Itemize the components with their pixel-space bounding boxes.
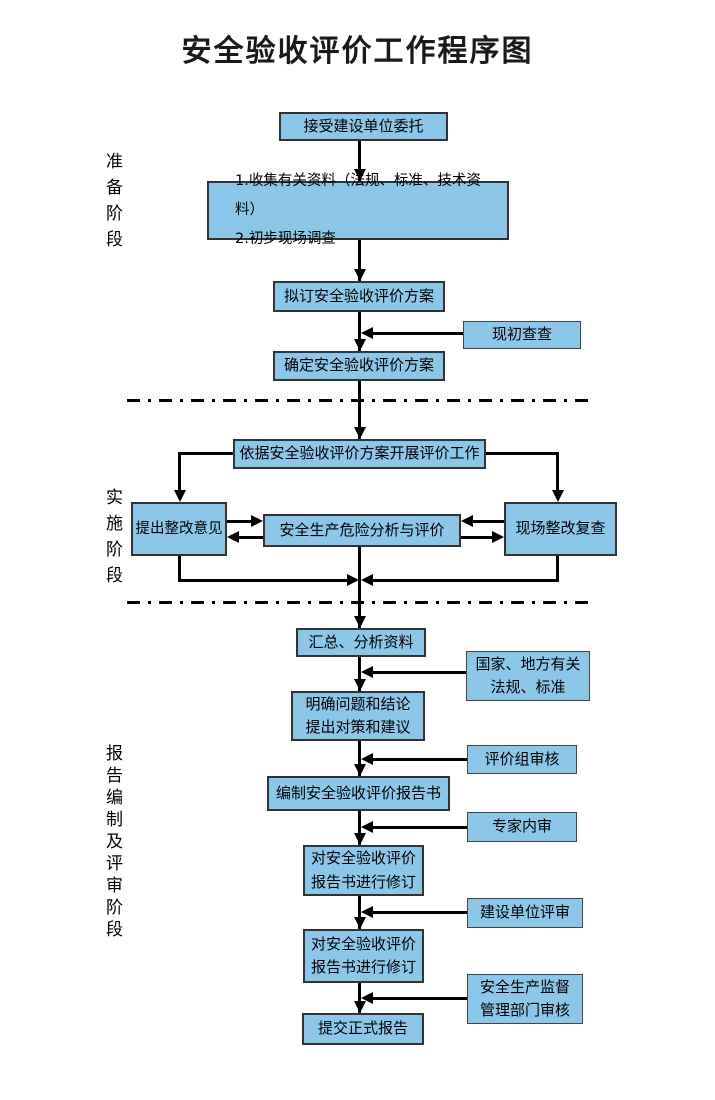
flow-line xyxy=(358,741,361,776)
flow-line xyxy=(358,896,361,929)
node-confirm-plan: 确定安全验收评价方案 xyxy=(273,351,445,381)
arrowhead-left xyxy=(361,574,373,586)
node-compile-report: 编制安全验收评价报告书 xyxy=(267,776,450,811)
node-revise-report-1: 对安全验收评价 报告书进行修订 xyxy=(303,845,424,896)
arrowhead-down xyxy=(354,679,366,691)
node-initial-check: 现初查查 xyxy=(463,321,581,349)
connector-line xyxy=(180,452,233,455)
node-site-recheck: 现场整改复查 xyxy=(504,502,617,556)
node-draft-plan: 拟订安全验收评价方案 xyxy=(273,281,445,312)
flow-line xyxy=(358,811,361,845)
connector-line xyxy=(556,556,559,582)
node-client-review: 建设单位评审 xyxy=(467,898,583,928)
phase-label-reporting: 报告编制及评审阶段 xyxy=(102,744,122,942)
arrowhead-left xyxy=(461,515,473,527)
arrowhead-down xyxy=(174,490,186,502)
arrowhead-right xyxy=(347,574,359,586)
page-title: 安全验收评价工作程序图 xyxy=(181,34,534,69)
phase-label-preparation: 准备阶段 xyxy=(102,152,122,256)
connector-line xyxy=(373,579,558,582)
flow-line xyxy=(358,312,361,351)
arrowhead-down xyxy=(354,427,366,439)
arrowhead-down xyxy=(354,1001,366,1013)
connector-line xyxy=(373,911,467,914)
connector-line xyxy=(556,452,559,493)
arrowhead-down xyxy=(354,764,366,776)
node-team-review: 评价组审核 xyxy=(467,745,577,774)
arrowhead-down xyxy=(354,169,366,181)
connector-line xyxy=(178,556,181,582)
connector-line xyxy=(373,332,463,335)
arrowhead-down xyxy=(354,833,366,845)
arrowhead-left xyxy=(361,666,373,678)
arrowhead-left xyxy=(361,327,373,339)
connector-line xyxy=(239,536,263,539)
node-submit-report: 提交正式报告 xyxy=(302,1013,424,1045)
connector-line xyxy=(178,452,181,493)
connector-line xyxy=(227,520,251,523)
flow-line xyxy=(358,381,361,439)
node-summarize-data: 汇总、分析资料 xyxy=(296,628,426,657)
connector-line xyxy=(180,579,347,582)
node-expert-review: 专家内审 xyxy=(467,812,577,842)
arrowhead-left xyxy=(361,821,373,833)
node-carry-out-evaluation: 依据安全验收评价方案开展评价工作 xyxy=(233,439,486,469)
node-accept-commission: 接受建设单位委托 xyxy=(279,112,448,141)
node-authority-review: 安全生产监督 管理部门审核 xyxy=(467,974,583,1024)
arrowhead-right xyxy=(251,515,263,527)
connector-line xyxy=(373,997,467,1000)
flow-line xyxy=(358,240,361,281)
node-clarify-conclusions: 明确问题和结论 提出对策和建议 xyxy=(291,691,425,741)
arrowhead-left xyxy=(361,992,373,1004)
connector-line xyxy=(486,452,559,455)
arrowhead-down xyxy=(354,269,366,281)
arrowhead-down xyxy=(354,616,366,628)
phase-label-implementation: 实施阶段 xyxy=(102,488,122,592)
flow-line xyxy=(358,657,361,691)
arrowhead-down xyxy=(354,917,366,929)
arrowhead-down xyxy=(354,339,366,351)
arrowhead-left xyxy=(361,753,373,765)
arrowhead-left xyxy=(361,906,373,918)
arrowhead-down xyxy=(552,490,564,502)
connector-line xyxy=(461,536,492,539)
arrowhead-left xyxy=(227,531,239,543)
connector-line xyxy=(373,758,467,761)
flow-line xyxy=(358,141,361,181)
flow-line xyxy=(358,983,361,1013)
node-hazard-analysis: 安全生产危险分析与评价 xyxy=(263,514,461,547)
node-rectification-suggestions: 提出整改意见 xyxy=(131,502,227,556)
connector-line xyxy=(473,520,504,523)
connector-line xyxy=(373,671,466,674)
flow-line xyxy=(358,547,361,628)
arrowhead-right xyxy=(492,531,504,543)
node-collect-data: 1.收集有关资料（法规、标准、技术资料） 2.初步现场调查 xyxy=(207,173,509,247)
node-revise-report-2: 对安全验收评价 报告书进行修订 xyxy=(303,929,424,983)
connector-line xyxy=(373,826,467,829)
node-laws-standards: 国家、地方有关 法规、标准 xyxy=(466,651,590,701)
